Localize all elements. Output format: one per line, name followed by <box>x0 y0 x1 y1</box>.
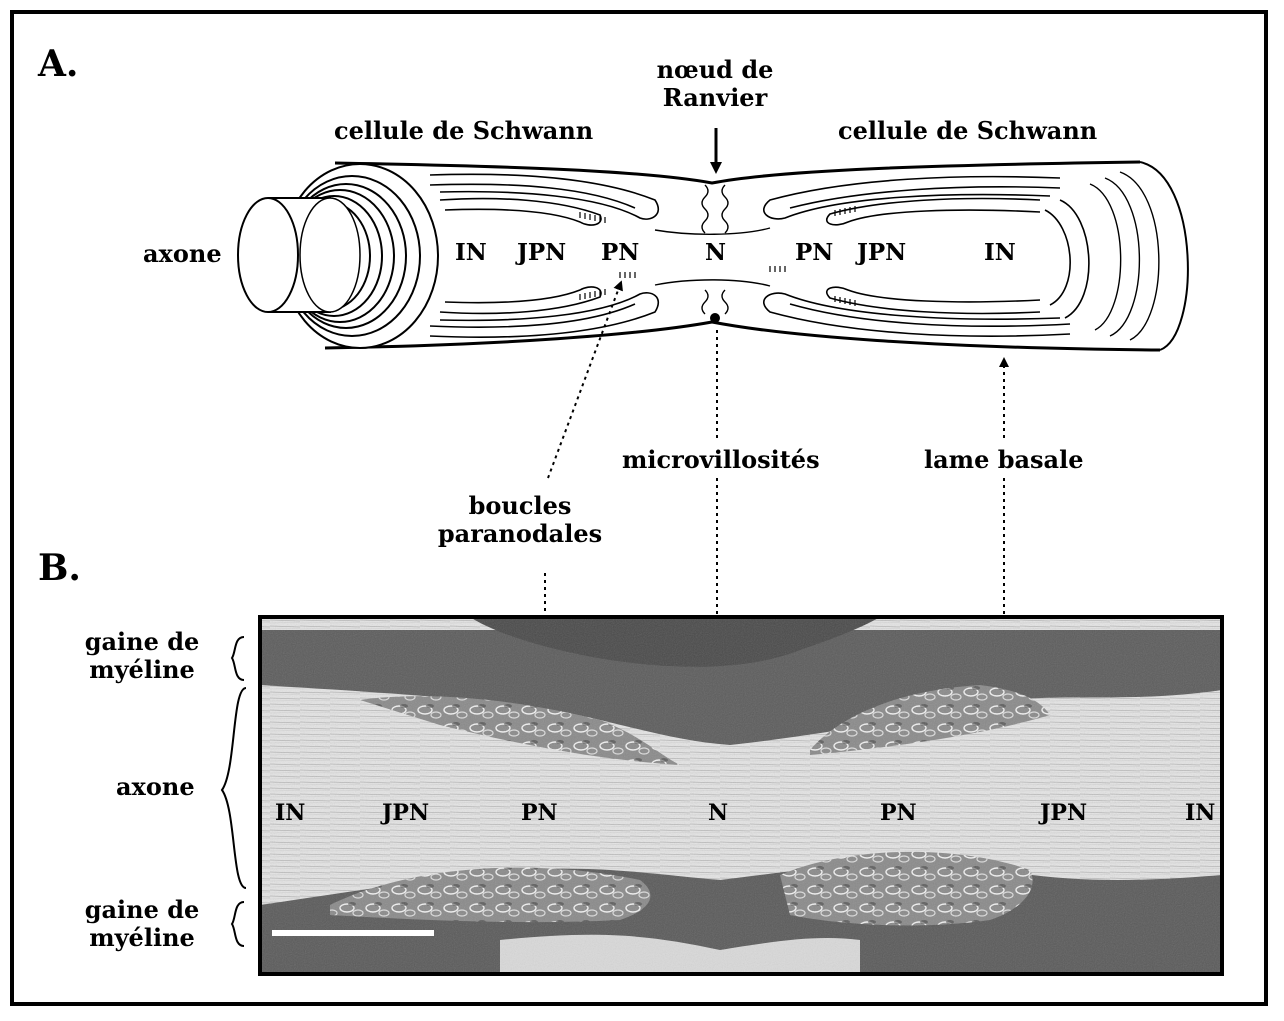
zone-b-pn-right: PN <box>880 801 917 826</box>
paranodal-loops-label: boucles paranodales <box>435 492 605 547</box>
axon-label-a: axone <box>143 240 222 268</box>
basal-lamina-label: lame basale <box>924 446 1083 474</box>
node-label-line2: Ranvier <box>640 84 790 112</box>
zone-a-in-right: IN <box>984 240 1016 266</box>
myelin-bottom-line2: myéline <box>82 924 202 952</box>
myelin-top-label: gaine de myéline <box>82 628 202 683</box>
panel-b-letter: B. <box>38 548 81 589</box>
zone-a-jpn-left: JPN <box>517 240 566 266</box>
zone-b-in-left: IN <box>275 801 305 826</box>
electron-micrograph <box>260 617 1222 974</box>
node-label: nœud de Ranvier <box>640 56 790 111</box>
myelin-bottom-line1: gaine de <box>82 896 202 924</box>
schwann-cell-left-label: cellule de Schwann <box>334 117 593 145</box>
microvilli-label: microvillosités <box>622 446 820 474</box>
myelin-bottom-label: gaine de myéline <box>82 896 202 951</box>
paranodal-loops-line1: boucles <box>435 492 605 520</box>
zone-a-pn-left: PN <box>601 240 639 266</box>
zone-b-jpn-right: JPN <box>1040 801 1087 826</box>
zone-a-jpn-right: JPN <box>857 240 906 266</box>
paranodal-loops-line2: paranodales <box>435 520 605 548</box>
zone-a-node: N <box>705 240 726 266</box>
zone-b-in-right: IN <box>1185 801 1215 826</box>
myelin-top-line1: gaine de <box>82 628 202 656</box>
zone-b-pn-left: PN <box>521 801 558 826</box>
axon-label-b: axone <box>116 773 195 801</box>
zone-b-node: N <box>708 801 728 826</box>
panel-a-letter: A. <box>38 44 78 85</box>
basal-lamina-top <box>335 162 1140 183</box>
schwann-cell-right-label: cellule de Schwann <box>838 117 1097 145</box>
braces <box>222 637 246 946</box>
myelin-top-line2: myéline <box>82 656 202 684</box>
zone-a-pn-right: PN <box>795 240 833 266</box>
node-label-line1: nœud de <box>640 56 790 84</box>
zone-a-in-left: IN <box>455 240 487 266</box>
zone-b-jpn-left: JPN <box>382 801 429 826</box>
